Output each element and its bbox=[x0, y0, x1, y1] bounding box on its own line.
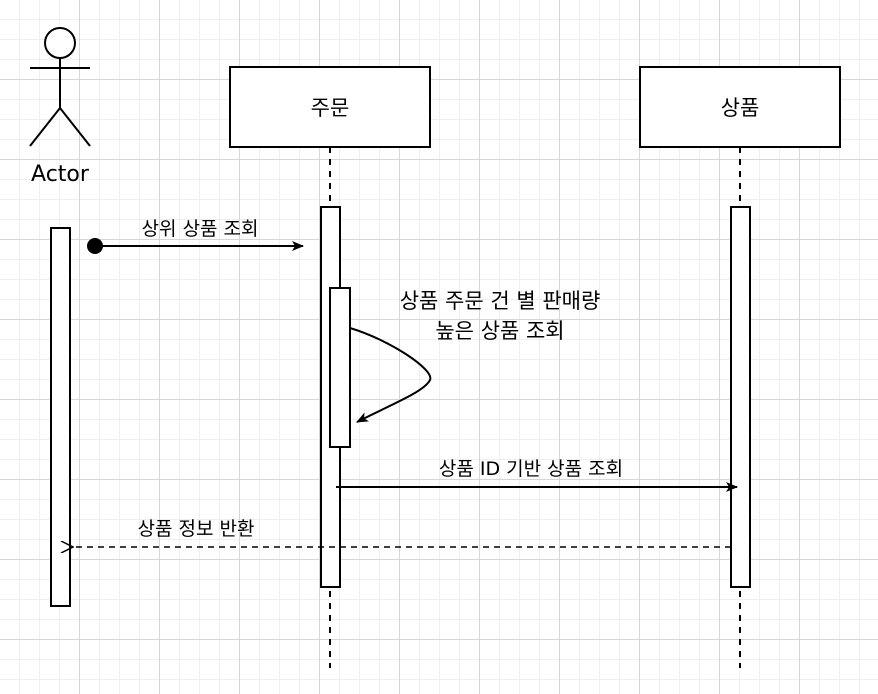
product-lifeline-label: 상품 bbox=[721, 96, 760, 120]
request-message-label: 상위 상품 조회 bbox=[142, 218, 259, 240]
order-lifeline-label: 주문 bbox=[311, 96, 350, 120]
actor-label: Actor bbox=[31, 162, 90, 187]
self-call-label-line1: 상품 주문 건 별 판매량 bbox=[400, 289, 601, 313]
self-call-arrow bbox=[349, 327, 432, 423]
product-lifeline-box[interactable] bbox=[639, 66, 841, 148]
self-call-message[interactable]: 상품 주문 건 별 판매량 높은 상품 조회 bbox=[349, 289, 601, 423]
order-lifeline-box[interactable] bbox=[229, 66, 431, 148]
actor-head bbox=[44, 27, 76, 59]
product-activation-bar[interactable] bbox=[730, 206, 751, 588]
actor-right-leg bbox=[59, 107, 91, 147]
product-lookup-label: 상품 ID 기반 상품 조회 bbox=[439, 458, 623, 480]
actor-left-leg bbox=[29, 107, 61, 147]
product-lookup-message[interactable]: 상품 ID 기반 상품 조회 bbox=[336, 458, 738, 492]
response-label: 상품 정보 반환 bbox=[138, 518, 255, 540]
actor-figure[interactable] bbox=[29, 27, 91, 147]
actor-activation-bar[interactable] bbox=[50, 227, 71, 607]
response-message[interactable]: 상품 정보 반환 bbox=[73, 518, 731, 547]
self-call-label-line2: 높은 상품 조회 bbox=[435, 319, 564, 343]
request-message[interactable]: 상위 상품 조회 bbox=[87, 218, 304, 254]
order-self-activation-bar[interactable] bbox=[329, 287, 351, 448]
